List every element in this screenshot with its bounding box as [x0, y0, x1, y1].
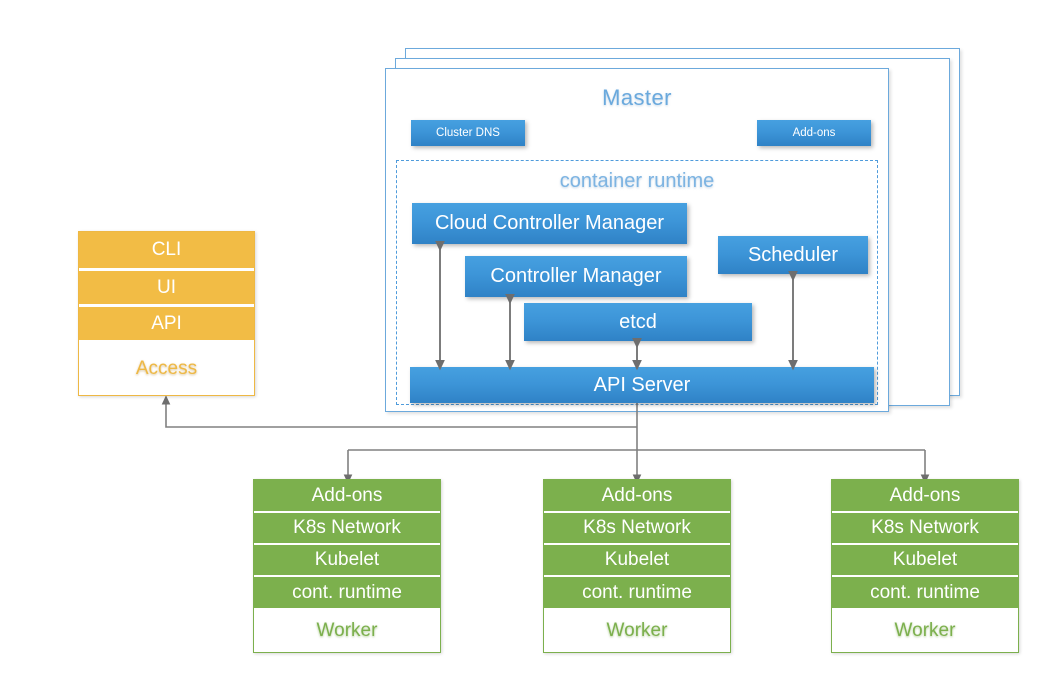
worker-2-bar-addons-label: Add-ons	[601, 484, 673, 506]
worker-2-bar-runtime-label: cont. runtime	[582, 581, 692, 603]
worker-3-bar-kubelet[interactable]: Kubelet	[832, 545, 1018, 575]
scheduler-box[interactable]: Scheduler	[718, 236, 868, 274]
cluster-dns-box[interactable]: Cluster DNS	[411, 120, 525, 146]
worker-1-bar-addons[interactable]: Add-ons	[254, 480, 440, 511]
worker-2-bar-addons[interactable]: Add-ons	[544, 480, 730, 511]
worker-2-bar-network[interactable]: K8s Network	[544, 513, 730, 543]
access-bar-ui-label: UI	[157, 276, 176, 298]
access-bar-api[interactable]: API	[79, 307, 254, 340]
worker-3-footer-text: Worker	[894, 620, 956, 641]
access-footer-label: Access	[79, 343, 254, 395]
controller-manager-label: Controller Manager	[490, 265, 662, 287]
worker-3-bar-kubelet-label: Kubelet	[892, 549, 958, 570]
access-bar-api-label: API	[151, 312, 182, 334]
worker-node-3: Add-ons K8s Network Kubelet cont. runtim…	[831, 479, 1019, 653]
access-bar-cli-label: CLI	[151, 239, 182, 260]
master-title: Master	[602, 85, 672, 110]
worker-1-footer-label: Worker	[254, 610, 440, 652]
worker-3-bar-runtime[interactable]: cont. runtime	[832, 577, 1018, 608]
cloud-controller-manager-label: Cloud Controller Manager	[434, 212, 664, 234]
worker-2-bar-kubelet[interactable]: Kubelet	[544, 545, 730, 575]
api-server-box[interactable]: API Server	[410, 367, 874, 403]
worker-3-footer-label: Worker	[832, 610, 1018, 652]
worker-3-bar-network-label: K8s Network	[871, 517, 979, 538]
worker-3-bar-addons-label: Add-ons	[889, 484, 961, 506]
etcd-box[interactable]: etcd	[524, 303, 752, 341]
cluster-dns-label: Cluster DNS	[436, 127, 500, 139]
etcd-label: etcd	[619, 310, 657, 333]
access-bar-cli[interactable]: CLI	[79, 232, 254, 268]
scheduler-label: Scheduler	[747, 243, 839, 266]
cloud-controller-manager-box[interactable]: Cloud Controller Manager	[412, 203, 687, 244]
access-panel: CLI UI API Access	[78, 231, 255, 396]
worker-3-bar-addons[interactable]: Add-ons	[832, 480, 1018, 511]
worker-1-bar-addons-label: Add-ons	[311, 484, 383, 506]
worker-2-bar-runtime[interactable]: cont. runtime	[544, 577, 730, 608]
worker-2-footer-text: Worker	[606, 620, 668, 641]
master-addons-box[interactable]: Add-ons	[757, 120, 871, 146]
api-server-label: API Server	[593, 373, 691, 396]
worker-1-bar-kubelet[interactable]: Kubelet	[254, 545, 440, 575]
worker-1-bar-runtime[interactable]: cont. runtime	[254, 577, 440, 608]
container-runtime-title: container runtime	[559, 170, 715, 192]
worker-node-1: Add-ons K8s Network Kubelet cont. runtim…	[253, 479, 441, 653]
worker-3-bar-runtime-label: cont. runtime	[870, 581, 980, 603]
master-addons-label: Add-ons	[792, 127, 836, 139]
worker-1-bar-network[interactable]: K8s Network	[254, 513, 440, 543]
worker-3-bar-network[interactable]: K8s Network	[832, 513, 1018, 543]
controller-manager-box[interactable]: Controller Manager	[465, 256, 687, 297]
worker-1-bar-network-label: K8s Network	[293, 517, 401, 538]
worker-1-bar-runtime-label: cont. runtime	[292, 581, 402, 603]
worker-2-bar-kubelet-label: Kubelet	[604, 549, 670, 570]
access-bar-ui[interactable]: UI	[79, 271, 254, 304]
worker-2-footer-label: Worker	[544, 610, 730, 652]
worker-node-2: Add-ons K8s Network Kubelet cont. runtim…	[543, 479, 731, 653]
worker-1-bar-kubelet-label: Kubelet	[314, 549, 380, 570]
worker-1-footer-text: Worker	[316, 620, 378, 641]
worker-2-bar-network-label: K8s Network	[583, 517, 691, 538]
access-footer-text: Access	[135, 358, 198, 379]
